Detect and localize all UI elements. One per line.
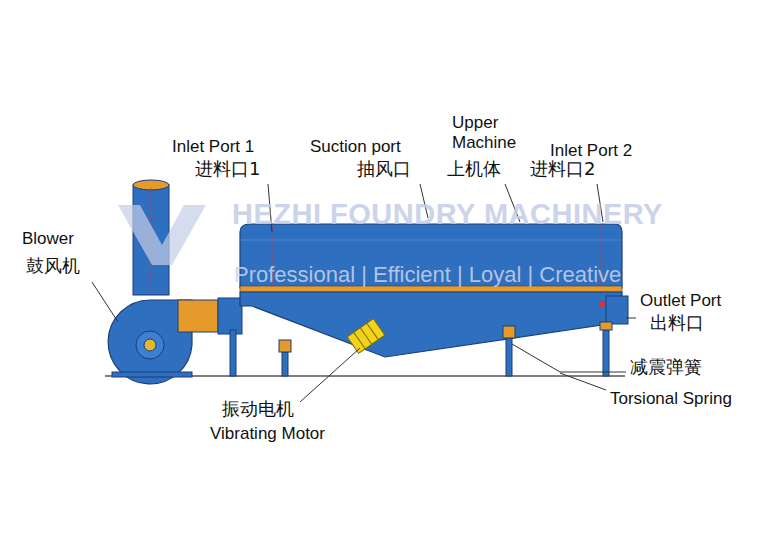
watermark-logo xyxy=(118,205,206,265)
part-label: Vibrating Motor xyxy=(210,424,325,444)
part-label: Blower xyxy=(22,229,74,249)
blower-base xyxy=(112,372,192,377)
blower-impeller xyxy=(136,331,164,359)
outlet-port xyxy=(606,296,628,324)
support-legs xyxy=(230,330,609,376)
body-highlight xyxy=(240,240,622,241)
part-label: 上机体 xyxy=(447,159,501,180)
part-label: 进料口1 xyxy=(195,159,260,180)
blower-hub xyxy=(144,339,156,351)
part-label: Inlet Port 2 xyxy=(550,141,632,161)
part-label: Upper Machine xyxy=(452,113,532,152)
outlet-marker xyxy=(599,301,605,307)
watermark: HEZHI FOUNDRY MACHINERY xyxy=(232,198,663,231)
part-label: Torsional Spring xyxy=(610,389,732,409)
part-label: 鼓风机 xyxy=(26,256,80,277)
part-label: Inlet Port 1 xyxy=(172,137,254,157)
duct-flange xyxy=(218,298,242,334)
part-label: 抽风口 xyxy=(357,159,411,180)
air-duct xyxy=(178,300,218,332)
lower-machine-body xyxy=(240,292,622,357)
damping-springs xyxy=(279,322,612,352)
part-label: 出料口 xyxy=(650,313,704,334)
part-label: 减震弹簧 xyxy=(630,357,702,378)
watermark: Professional | Efficient | Loyal | Creat… xyxy=(234,262,621,287)
part-label: Outlet Port xyxy=(640,291,721,311)
part-label: 进料口2 xyxy=(530,159,595,180)
part-label: Suction port xyxy=(310,137,401,157)
part-label: 振动电机 xyxy=(222,399,294,420)
vibrating-motor xyxy=(347,319,385,354)
